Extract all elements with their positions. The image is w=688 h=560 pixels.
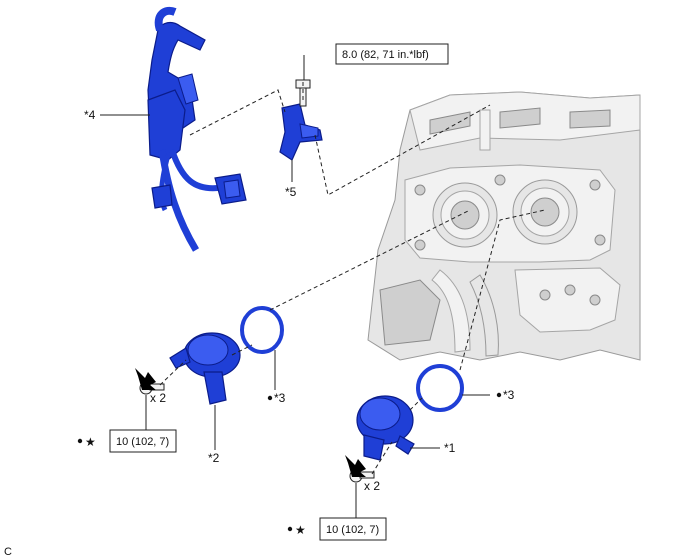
cam-sensor-part2 <box>169 332 241 405</box>
label-part3-left: *3 <box>274 391 286 405</box>
bullet-dot-icon <box>496 392 502 398</box>
bold-black-arrow-icon <box>135 368 156 390</box>
bullet-dot-icon <box>77 438 83 444</box>
torque-right-text: 10 (102, 7) <box>326 524 379 536</box>
bullet-dot-icon <box>287 526 293 532</box>
torque-left-text: 10 (102, 7) <box>116 436 169 448</box>
label-part4: *4 <box>84 108 96 122</box>
corner-code: C <box>4 546 12 558</box>
bold-black-arrow-icon <box>345 455 366 477</box>
o-ring-right <box>416 364 464 412</box>
cam-sensor-part1 <box>356 395 415 461</box>
label-part3-right: *3 <box>503 388 515 402</box>
label-part5: *5 <box>285 185 297 199</box>
engine-block <box>367 91 641 361</box>
alignment-lines <box>159 80 546 475</box>
label-part1: *1 <box>444 441 456 455</box>
o-ring-left <box>240 306 284 354</box>
qty-left: x 2 <box>150 391 166 405</box>
torque-box-right <box>319 517 387 541</box>
bracket-part5 <box>279 103 323 161</box>
wire-harness-part4 <box>147 7 247 252</box>
torque-box-left <box>109 429 177 453</box>
star-icon: ★ <box>85 435 96 449</box>
bullet-dot-icon <box>267 395 273 401</box>
torque-top-text: 8.0 (82, 71 in.*lbf) <box>342 49 429 61</box>
qty-right: x 2 <box>364 479 380 493</box>
torque-box-top <box>335 43 449 65</box>
leader-lines <box>100 55 490 518</box>
label-part2: *2 <box>208 451 220 465</box>
star-icon: ★ <box>295 523 306 537</box>
